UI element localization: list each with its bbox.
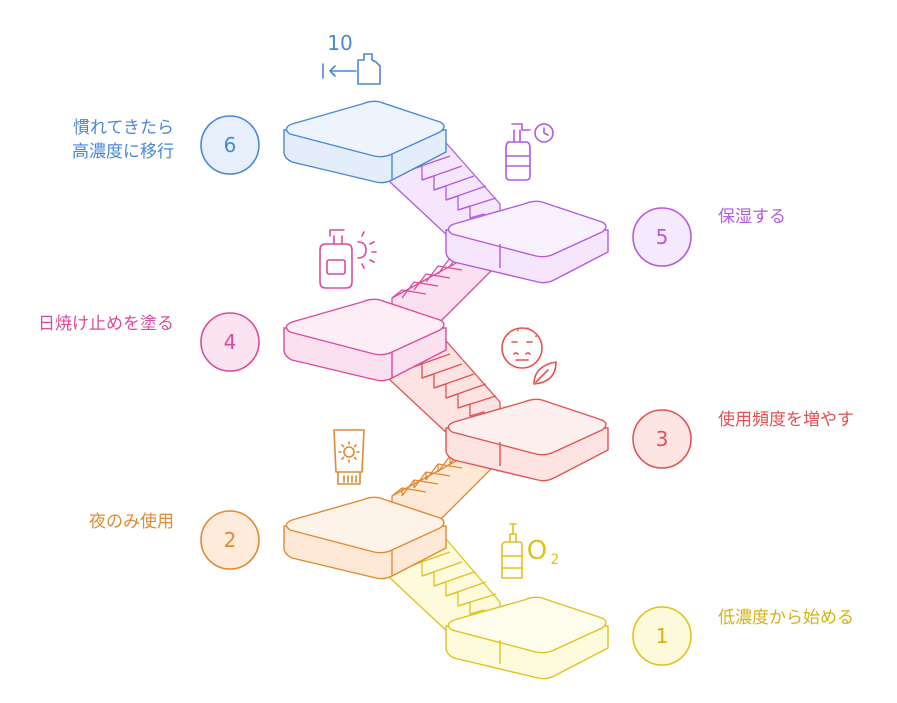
platform-6 — [283, 100, 447, 184]
serum-bottle-oxygen-icon: O 2 — [501, 523, 560, 579]
step-number-2: 2 — [224, 528, 237, 552]
step-5-label: 保湿する — [718, 207, 786, 227]
sunscreen-tube-icon — [333, 429, 365, 485]
oxygen-subscript-label: 2 — [551, 552, 560, 568]
step-6-label: 慣れてきたら 高濃度に移行 — [20, 116, 174, 164]
step-number-4-circle: 4 — [200, 312, 260, 372]
platform-1 — [445, 596, 609, 680]
step-number-3-circle: 3 — [632, 409, 692, 469]
platform-3 — [445, 398, 609, 482]
oxygen-o-label: O — [527, 536, 547, 566]
step-2-label: 夜のみ使用 — [89, 512, 174, 532]
platform-4 — [283, 298, 447, 382]
step-number-1: 1 — [656, 624, 669, 648]
step-number-4: 4 — [224, 330, 237, 354]
step-6-label-line-1: 慣れてきたら — [73, 118, 174, 138]
pump-bottle-sun-icon — [319, 229, 377, 289]
step-number-6: 6 — [224, 133, 237, 157]
step-number-5: 5 — [656, 225, 669, 249]
face-leaf-icon — [501, 327, 557, 385]
ten-label: 10 — [327, 31, 352, 55]
step-number-5-circle: 5 — [632, 207, 692, 267]
spray-bottle-clock-icon — [505, 123, 554, 181]
platform-2 — [283, 496, 447, 580]
step-1-label: 低濃度から始める — [718, 608, 854, 628]
step-number-1-circle: 1 — [632, 606, 692, 666]
step-3-label: 使用頻度を増やす — [718, 410, 854, 430]
step-4-label: 日焼け止めを塗る — [38, 314, 174, 334]
platform-5 — [445, 200, 609, 284]
step-6-label-line-2: 高濃度に移行 — [72, 142, 174, 162]
step-number-6-circle: 6 — [200, 115, 260, 175]
step-number-3: 3 — [656, 427, 669, 451]
step-number-2-circle: 2 — [200, 510, 260, 570]
bottle-arrow-ten-icon: 10 — [322, 31, 381, 85]
